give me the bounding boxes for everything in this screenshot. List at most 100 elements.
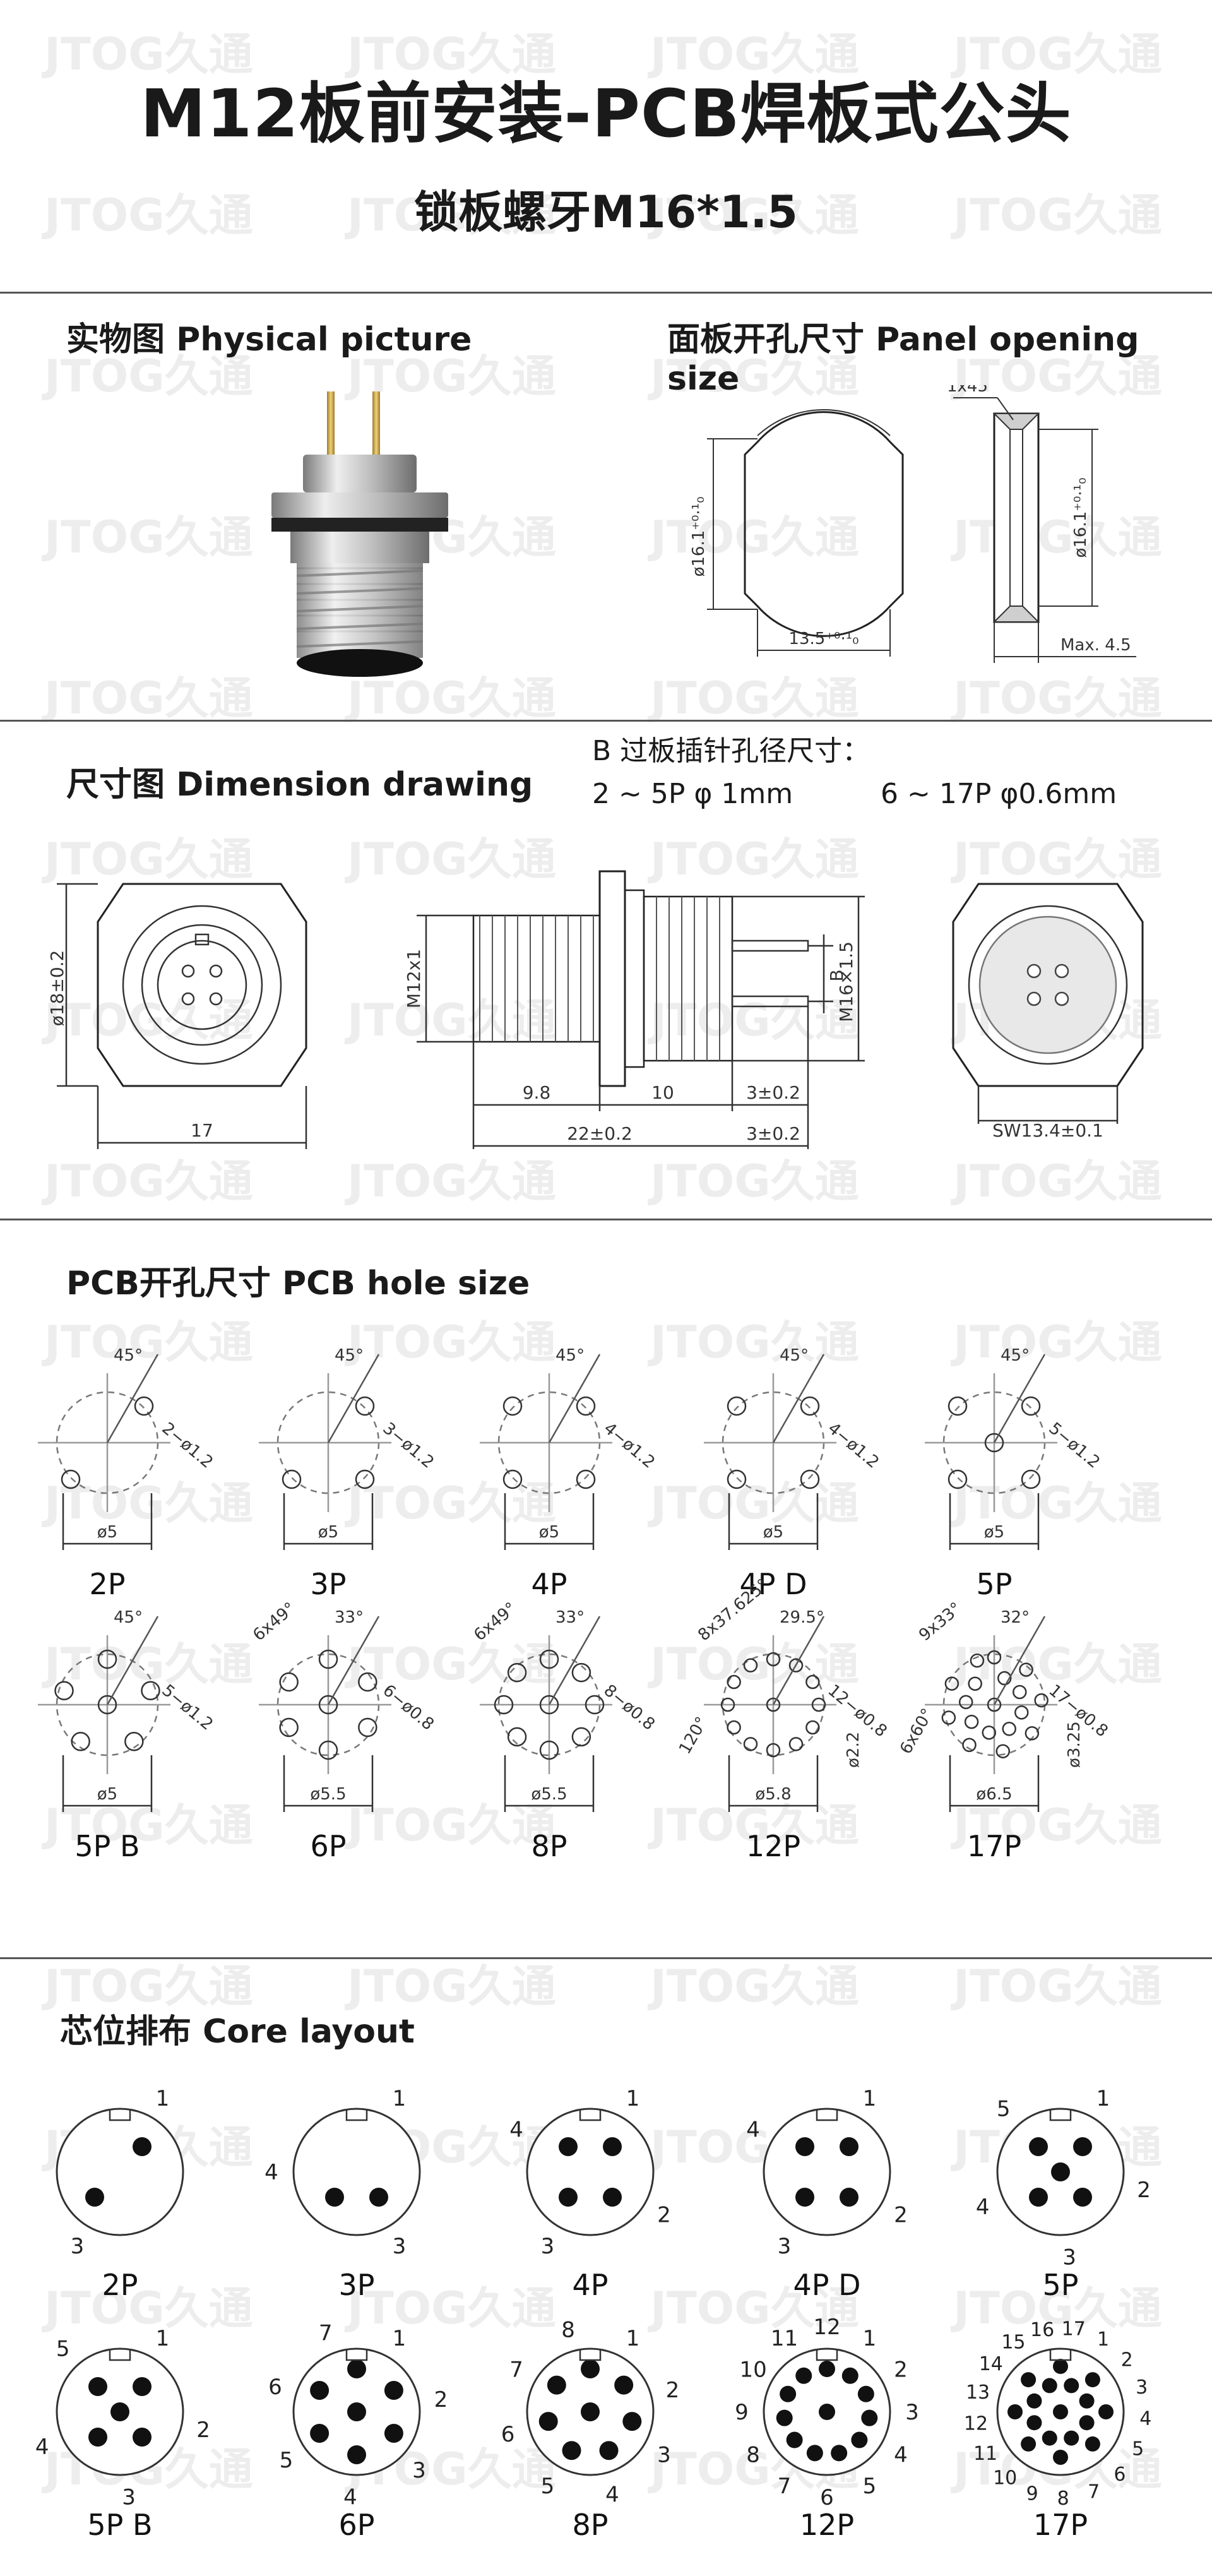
dim-l3a: 3±0.2 — [746, 1082, 800, 1103]
pcb-hole — [1021, 1469, 1041, 1489]
core-pin-label: 11 — [973, 2443, 997, 2465]
pcb-hole — [358, 1672, 377, 1692]
section-physical-title: 实物图 Physical picture — [66, 321, 472, 359]
core-pin-label: 2 — [434, 2387, 448, 2412]
pcb-name-label: 6P — [310, 1829, 346, 1863]
core-pin — [347, 2402, 366, 2421]
dim-b: B — [826, 969, 847, 981]
core-name-label: 4P — [572, 2268, 608, 2302]
core-pin-label: 3 — [1136, 2376, 1148, 2399]
core-pin — [1064, 2378, 1079, 2394]
core-pin-label: 13 — [966, 2382, 990, 2404]
pcb-hole — [948, 1396, 968, 1416]
core-pin-label: 1 — [1096, 2086, 1110, 2111]
core-pin — [85, 2188, 104, 2207]
divider — [0, 720, 1212, 722]
dim-m12: M12x1 — [403, 949, 424, 1008]
pcb-hole — [358, 1717, 377, 1738]
pcb-hole-label: 2−ø1.2 — [158, 1419, 217, 1472]
core-pin — [559, 2137, 578, 2156]
panel-width-label: 13.5⁺⁰·¹₀ — [788, 629, 858, 648]
core-pin — [562, 2441, 581, 2460]
pin-note-small: 2 ~ 5P φ 1mm — [592, 778, 793, 810]
core-pin-label: 3 — [541, 2234, 555, 2259]
pcb-hole — [720, 1697, 735, 1712]
pcb-hole — [97, 1649, 117, 1669]
pin-note-title: B 过板插针孔径尺寸： — [592, 735, 870, 767]
core-pin-label: 2 — [894, 2203, 908, 2228]
pcb-hole — [585, 1695, 605, 1715]
core-pin — [1042, 2430, 1057, 2446]
pcb-angle-label: 45° — [335, 1346, 364, 1365]
pcb-hole — [571, 1662, 591, 1683]
pcb-hole — [141, 1681, 160, 1701]
core-pin — [795, 2188, 814, 2207]
core-pin-label: 8 — [746, 2443, 760, 2468]
core-pin-label: 1 — [863, 2086, 877, 2111]
core-pin — [581, 2359, 600, 2378]
core-pin — [1007, 2404, 1023, 2419]
pcb-hole — [1014, 1705, 1029, 1720]
core-name-label: 3P — [338, 2268, 374, 2302]
pcb-hole — [984, 1433, 1004, 1453]
core-pin-label: 4 — [976, 2195, 990, 2220]
pcb-angle-label: 45° — [1001, 1346, 1030, 1365]
pcb-angle-label: 45° — [114, 1346, 143, 1365]
pcb-name-label: 4P — [531, 1567, 567, 1601]
core-pin — [1098, 2404, 1114, 2419]
pcb-hole — [948, 1469, 968, 1489]
pcb-hole — [1025, 1726, 1040, 1741]
pcb-hole — [962, 1738, 977, 1753]
core-pin-label: 7 — [509, 2358, 523, 2383]
pcb-span-label: ø5.8 — [755, 1785, 791, 1804]
pcb-hole — [355, 1396, 375, 1416]
core-pin-label: 3 — [657, 2443, 671, 2468]
core-pin — [347, 2445, 366, 2464]
core-pin — [1042, 2378, 1057, 2394]
pcb-span-label: ø5 — [97, 1785, 117, 1804]
core-pin-label: 4 — [894, 2443, 908, 2468]
pcb-hole — [355, 1469, 375, 1489]
core-pin — [547, 2375, 566, 2395]
dim-d18: ø18±0.2 — [47, 950, 68, 1027]
pcb-extra-label: ø3.25 — [1065, 1721, 1084, 1768]
core-pin-label: 6 — [501, 2422, 515, 2447]
pcb-hole — [279, 1672, 299, 1692]
core-pin — [622, 2412, 642, 2431]
core-pin — [310, 2381, 330, 2400]
core-pin-label: 4 — [605, 2482, 619, 2507]
pcb-name-label: 5P — [976, 1567, 1012, 1601]
pcb-extra-label: ø2.2 — [844, 1732, 863, 1768]
core-pin-label: 4 — [509, 2118, 523, 2143]
core-pin-label: 10 — [993, 2467, 1017, 2490]
pcb-hole — [494, 1695, 514, 1715]
pcb-name-label: 5P B — [74, 1829, 140, 1863]
pcb-hole — [968, 1676, 982, 1691]
dim-l3b: 3±0.2 — [746, 1123, 800, 1144]
panel-dia2-label: ø16.1⁺⁰·¹₀ — [1071, 477, 1090, 558]
pcb-hole — [788, 1737, 804, 1751]
pcb-span-label: ø5 — [763, 1523, 783, 1542]
core-pin-label: 9 — [735, 2400, 749, 2425]
core-pin-label: 5 — [1132, 2438, 1144, 2460]
pcb-hole — [318, 1695, 338, 1715]
core-pin-label: 4 — [35, 2435, 49, 2460]
core-name-label: 12P — [800, 2508, 854, 2542]
core-pin — [347, 2359, 366, 2378]
pcb-span-label: ø5.5 — [310, 1785, 346, 1804]
core-pin-label: 1 — [156, 2326, 170, 2351]
watermark-text: JTOG久通 — [648, 1960, 859, 2012]
core-pin-label: 2 — [894, 2358, 908, 2383]
core-pin — [599, 2441, 619, 2460]
core-pin — [384, 2381, 403, 2400]
core-pin-label: 3 — [1062, 2245, 1076, 2270]
core-pin — [1084, 2436, 1100, 2452]
